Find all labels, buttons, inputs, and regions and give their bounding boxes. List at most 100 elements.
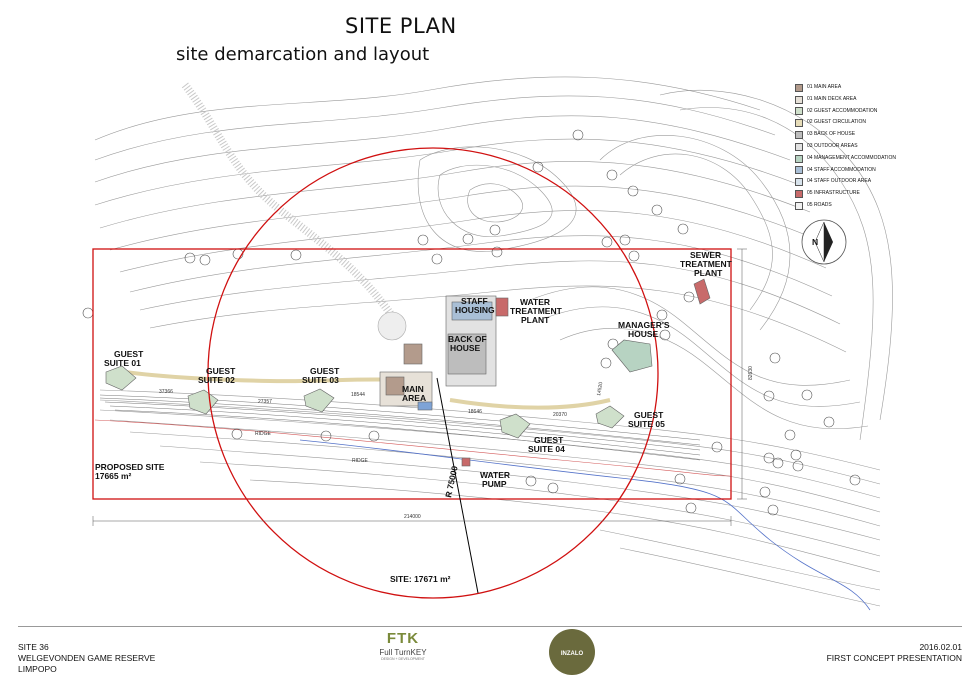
legend-label: 03 BACK OF HOUSE [807, 131, 856, 138]
legend-swatch [795, 95, 803, 104]
main-area-building [385, 376, 405, 396]
legend-label: 05 INFRASTRUCTURE [807, 190, 860, 197]
dimension-lines [92, 248, 747, 526]
access-road [181, 82, 399, 323]
legend-label: 04 MANAGEMENT ACCOMMODATION [807, 154, 896, 161]
compass-icon [801, 219, 847, 265]
legend-label: 02 GUEST CIRCULATION [807, 119, 866, 126]
legend-item: 02 GUEST CIRCULATION [795, 117, 896, 129]
inzalo-logo: INZALO [549, 629, 595, 675]
radius-line [436, 377, 479, 594]
legend-swatch [795, 201, 803, 210]
ftk-logo-tag: DESIGN + DEVELOPMENT [381, 657, 425, 661]
page-title: SITE PLAN [345, 14, 457, 38]
legend-item: 02 GUEST ACCOMMODATION [795, 106, 896, 118]
dim-d3: 20370 [553, 412, 567, 418]
ftk-logo-mark: FTK [386, 630, 420, 647]
dim-height: 82630 [748, 366, 754, 380]
legend-label: 01 MAIN DECK AREA [807, 95, 857, 102]
footer-region: LIMPOPO [18, 664, 57, 674]
dim-d2: 18646 [468, 409, 482, 415]
footer-presentation-info: 2016.02.01 FIRST CONCEPT PRESENTATION [827, 642, 962, 664]
buildings [105, 278, 711, 467]
legend-item: 05 INFRASTRUCTURE [795, 188, 896, 200]
back-of-house-building [447, 333, 487, 375]
staff-housing-building [451, 301, 493, 321]
legend-swatch [795, 190, 803, 199]
legend-item: 03 BACK OF HOUSE [795, 129, 896, 141]
legend-swatch [795, 119, 803, 128]
water-treatment-building [495, 297, 509, 317]
sewer-treatment-building [693, 278, 711, 305]
legend-item: 01 MAIN AREA [795, 82, 896, 94]
legend-label: 03 OUTDOOR AREAS [807, 142, 858, 149]
dim-width: 214000 [404, 514, 421, 520]
inzalo-logo-text: INZALO [560, 651, 584, 657]
legend-swatch [795, 166, 803, 175]
trees [82, 129, 861, 516]
legend-swatch [795, 83, 803, 92]
legend-label: 04 STAFF OUTDOOR AREA [807, 178, 872, 185]
dim-ridge1: RIDGE [255, 431, 272, 437]
legend-swatch [795, 131, 803, 140]
footer-date: 2016.02.01 [919, 642, 962, 652]
legend-label: 02 GUEST ACCOMMODATION [807, 107, 878, 114]
footer-stage: FIRST CONCEPT PRESENTATION [826, 653, 962, 663]
legend: 01 MAIN AREA 01 MAIN DECK AREA 02 GUEST AC… [795, 82, 896, 212]
dim-d1: 18544 [351, 392, 365, 398]
dim-d5: 37366 [159, 389, 173, 395]
ridge-contours [99, 394, 701, 461]
legend-label: 05 ROADS [807, 201, 832, 208]
ftk-logo: FTK Full TurnKEY DESIGN + DEVELOPMENT [368, 630, 438, 661]
footer-project-info: SITE 36 WELGEVONDEN GAME RESERVE LIMPOPO [18, 642, 155, 675]
legend-item: 05 ROADS [795, 200, 896, 212]
guest-suite-04-building [499, 413, 531, 439]
legend-item: 03 OUTDOOR AREAS [795, 141, 896, 153]
guest-suite-05-building [595, 405, 625, 429]
proposed-site-boundary [92, 248, 732, 500]
site-radius-circle [207, 147, 659, 599]
compass-north-label: N [812, 237, 818, 247]
guest-circulation-path [124, 370, 611, 410]
label-site-area: SITE: 17671 m² [390, 574, 451, 584]
turning-circle [377, 311, 407, 341]
legend-item: 01 MAIN DECK AREA [795, 94, 896, 106]
page-subtitle: site demarcation and layout [176, 44, 430, 65]
dim-ridge2: RIDGE [352, 458, 369, 464]
legend-swatch [795, 154, 803, 163]
legend-item: 04 MANAGEMENT ACCOMMODATION [795, 153, 896, 165]
guest-suite-03-building [303, 388, 335, 413]
boundary-line [299, 439, 871, 611]
legend-swatch [795, 178, 803, 187]
ftk-logo-name: Full TurnKEY [379, 648, 427, 657]
legend-label: 01 MAIN AREA [807, 84, 842, 90]
dim-d6: 14520 [596, 381, 604, 396]
footer-divider [18, 626, 962, 627]
legend-label: 04 STAFF ACCOMMODATION [807, 166, 876, 173]
legend-item: 04 STAFF OUTDOOR AREA [795, 176, 896, 188]
contour-lines [94, 76, 893, 607]
legend-swatch [795, 107, 803, 116]
footer-site: SITE 36 [18, 642, 49, 652]
footer-reserve: WELGEVONDEN GAME RESERVE [18, 653, 156, 663]
dim-d4: 27357 [258, 399, 272, 405]
ridge-line [94, 419, 731, 477]
legend-item: 04 STAFF ACCOMMODATION [795, 165, 896, 177]
guest-suite-01-building [105, 365, 137, 391]
managers-house-building [611, 339, 653, 373]
water-pump-building [461, 457, 471, 467]
